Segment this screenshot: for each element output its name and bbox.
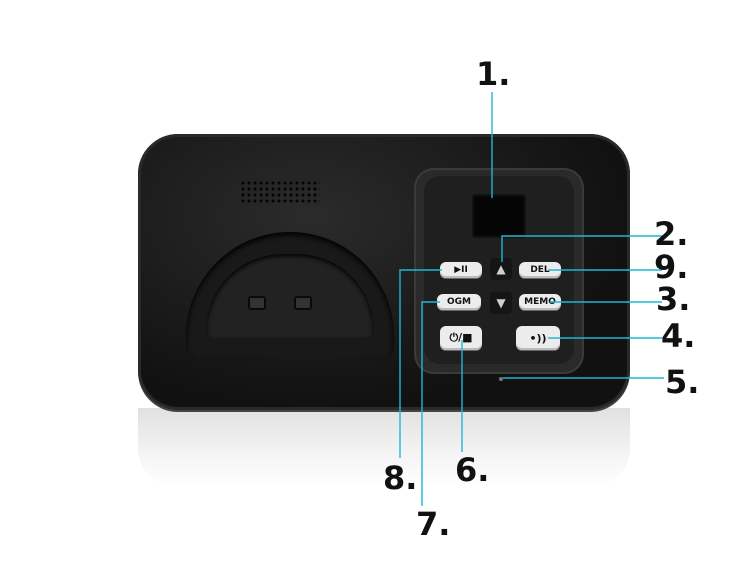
delete-button[interactable]: DEL (519, 262, 561, 278)
ogm-label: OGM (447, 297, 471, 307)
charging-contact-left (248, 296, 266, 310)
leader-line-7 (421, 301, 440, 506)
callout-8: 8. (383, 459, 418, 497)
up-arrow-icon: ▲ (496, 262, 506, 276)
callout-1: 1. (476, 55, 511, 93)
speakerphone-icon: •)) (529, 331, 547, 345)
power-stop-icon: ⏻/■ (449, 331, 473, 344)
play-pause-button[interactable]: ▶II (440, 262, 482, 278)
up-arrow-button[interactable]: ▲ (490, 258, 512, 280)
speaker-grille (240, 180, 320, 204)
memo-label: MEMO (524, 297, 556, 307)
ogm-button[interactable]: OGM (437, 294, 481, 310)
microphone-hole (499, 377, 503, 381)
delete-label: DEL (530, 265, 550, 275)
leader-line-2 (501, 235, 663, 262)
callout-9: 9. (654, 248, 689, 286)
down-arrow-icon: ▼ (496, 296, 506, 310)
base-reflection (138, 408, 630, 488)
callout-4: 4. (661, 317, 696, 355)
leader-line-8 (399, 269, 442, 458)
callout-2: 2. (654, 215, 689, 253)
memo-button[interactable]: MEMO (519, 294, 561, 310)
callout-5: 5. (665, 363, 700, 401)
callout-3: 3. (656, 280, 691, 318)
lcd-display (472, 194, 526, 238)
power-stop-button[interactable]: ⏻/■ (440, 326, 482, 350)
callout-6: 6. (455, 451, 490, 489)
callout-7: 7. (416, 505, 451, 543)
down-arrow-button[interactable]: ▼ (490, 292, 512, 314)
charging-contact-right (294, 296, 312, 310)
play-pause-icon: ▶II (454, 265, 468, 275)
